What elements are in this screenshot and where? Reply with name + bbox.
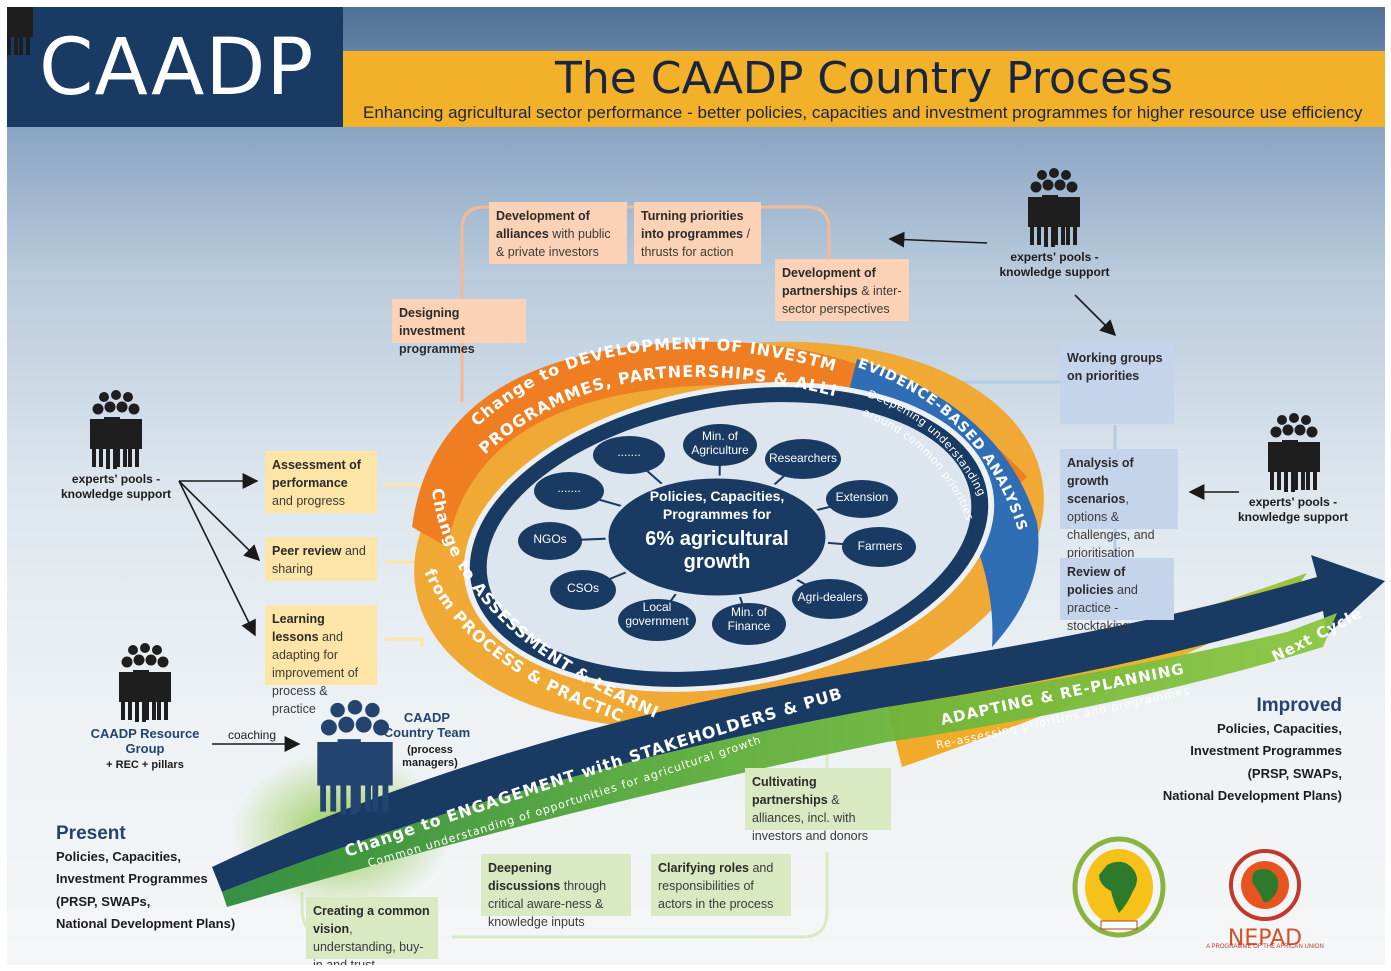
box-partnerships: Development of partnerships & inter-sect… <box>775 259 909 321</box>
box-clarifying: Clarifying roles and responsibilities of… <box>651 854 791 916</box>
present-line-4: National Development Plans) <box>56 916 236 931</box>
actor-min-finance: Min. of Finance <box>727 605 771 633</box>
improved-block: Improved Policies, Capacities, Investmen… <box>1120 695 1342 808</box>
actor-farmers: Farmers <box>857 539 903 553</box>
box-cultivating: Cultivating partnerships & alliances, in… <box>745 768 891 843</box>
box-designing: Designing investment programmes <box>392 299 526 356</box>
page-subtitle: Enhancing agricultural sector performanc… <box>363 103 1363 122</box>
page-title: The CAADP Country Process <box>554 53 1174 104</box>
center-hub-text: Policies, Capacities, Programmes for 6% … <box>607 487 827 573</box>
present-block: Present Policies, Capacities, Investment… <box>56 823 276 936</box>
center-line-1: Policies, Capacities, <box>649 488 785 504</box>
arrow-icon <box>888 231 988 248</box>
box-alliances: Development of alliances with public & p… <box>489 202 627 264</box>
logo-panel: CAADP <box>7 7 343 127</box>
center-hub <box>605 475 829 599</box>
improved-line-3: (PRSP, SWAPs, <box>1247 765 1342 781</box>
center-line-3: 6% agricultural <box>645 528 789 550</box>
improved-line-2: Investment Programmes <box>1190 743 1342 758</box>
country-team-sub: (process managers) <box>402 744 458 769</box>
poster: CAADP The CAADP Country Process Enhancin… <box>7 7 1385 965</box>
actor-extension: Extension <box>835 490 889 504</box>
experts-label-top: experts' pools - knowledge support <box>999 250 1110 279</box>
nepad-logo-icon: NEPAD <box>1228 849 1302 951</box>
coaching-label: coaching <box>227 728 277 742</box>
experts-label-left: experts' pools - knowledge support <box>60 472 171 501</box>
box-assessment: Assessment of performance and progress <box>265 451 377 513</box>
process-diagram: Change to DEVELOPMENT OF INVESTMENT PROG… <box>7 7 1385 951</box>
actor-csos: CSOs <box>566 581 599 595</box>
box-working-groups: Working groups on priorities <box>1060 344 1174 424</box>
box-analysis: Analysis of growth scenarios, options & … <box>1060 449 1178 560</box>
present-line-1: Policies, Capacities, <box>56 848 182 864</box>
nepad-text: NEPAD <box>1228 926 1302 951</box>
improved-line-1: Policies, Capacities, <box>1216 720 1342 736</box>
improved-heading: Improved <box>1256 695 1342 716</box>
arrow-icon <box>178 480 256 637</box>
blue-arc <box>847 359 1039 647</box>
network-nodes <box>518 424 916 645</box>
box-learning: Learning lessons and adapting for improv… <box>265 605 377 716</box>
resource-group-title: CAADP Resource Group <box>90 726 200 756</box>
logo-text: CAADP <box>39 23 315 113</box>
box-review: Review of policies and practice - stockt… <box>1060 558 1174 633</box>
present-line-2: Investment Programmes <box>56 871 208 886</box>
title-band: The CAADP Country Process Enhancing agri… <box>343 51 1385 127</box>
present-heading: Present <box>56 823 126 844</box>
box-peer: Peer review and sharing <box>265 537 377 581</box>
resource-group-sub: + REC + pillars <box>106 759 184 771</box>
actor-ngos: NGOs <box>533 532 567 546</box>
box-priorities: Turning priorities into programmes / thr… <box>634 202 761 264</box>
arrow-icon <box>178 480 261 562</box>
actor-agri-dealers: Agri-dealers <box>797 590 863 604</box>
actor-local-government: Local government <box>625 600 689 628</box>
people-group-icon <box>7 7 33 57</box>
arrow-icon <box>1074 294 1117 337</box>
actor-placeholder-1: ....... <box>557 481 581 495</box>
africa-emblem-icon <box>1072 836 1166 938</box>
improved-line-4: National Development Plans) <box>1162 788 1342 803</box>
actor-min-agriculture: Min. of Agriculture <box>691 429 749 457</box>
actor-placeholder-2: ....... <box>617 445 641 459</box>
actor-researchers: Researchers <box>768 451 838 465</box>
center-line-2: Programmes for <box>662 506 772 522</box>
box-creating: Creating a common vision, understanding,… <box>306 897 438 965</box>
present-line-3: (PRSP, SWAPs, <box>56 893 151 909</box>
country-team-title: CAADP Country Team <box>383 710 471 740</box>
nepad-subtitle: A PROGRAMME OF THE AFRICAN UNION <box>1206 944 1324 950</box>
engagement-arrow <box>222 613 1337 907</box>
box-deepening: Deepening discussions through critical a… <box>481 854 631 929</box>
center-line-4: growth <box>683 551 751 573</box>
people-group-icon <box>317 699 393 815</box>
main-arrow <box>212 555 1385 892</box>
experts-label-right: experts' pools - knowledge support <box>1237 495 1348 524</box>
